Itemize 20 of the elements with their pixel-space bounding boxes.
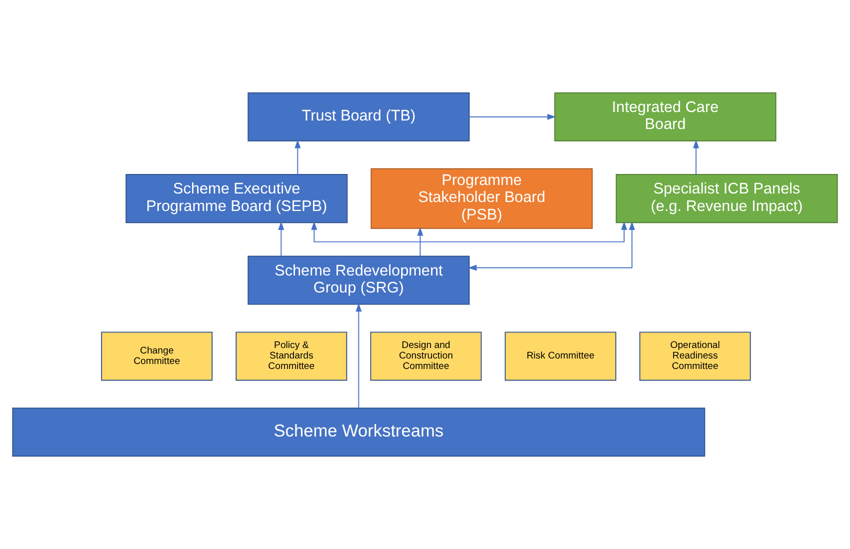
node-box: Integrated Care Board: [554, 92, 776, 142]
node-box: Operational Readiness Committee: [639, 332, 751, 381]
arrow: [417, 227, 424, 257]
arrow: [294, 140, 301, 175]
node-box: Scheme Workstreams: [12, 408, 706, 457]
node-box: Risk Committee: [504, 332, 616, 381]
node-box: Policy & Standards Committee: [236, 332, 348, 381]
arrow: [468, 114, 556, 120]
node-box: Design and Construction Committee: [370, 332, 482, 381]
arrow: [693, 140, 700, 175]
node-box: Specialist ICB Panels (e.g. Revenue Impact): [616, 174, 838, 224]
arrow: [468, 221, 635, 271]
node-box: Programme Stakeholder Board (PSB): [370, 168, 593, 229]
node-box: Trust Board (TB): [248, 92, 470, 142]
arrow: [278, 221, 284, 257]
arrow: [311, 221, 628, 242]
arrow: [356, 303, 362, 409]
node-box: Scheme Executive Programme Board (SEPB): [126, 174, 348, 224]
node-box: Change Committee: [101, 332, 213, 381]
node-box: Scheme Redevelopment Group (SRG): [248, 256, 470, 305]
